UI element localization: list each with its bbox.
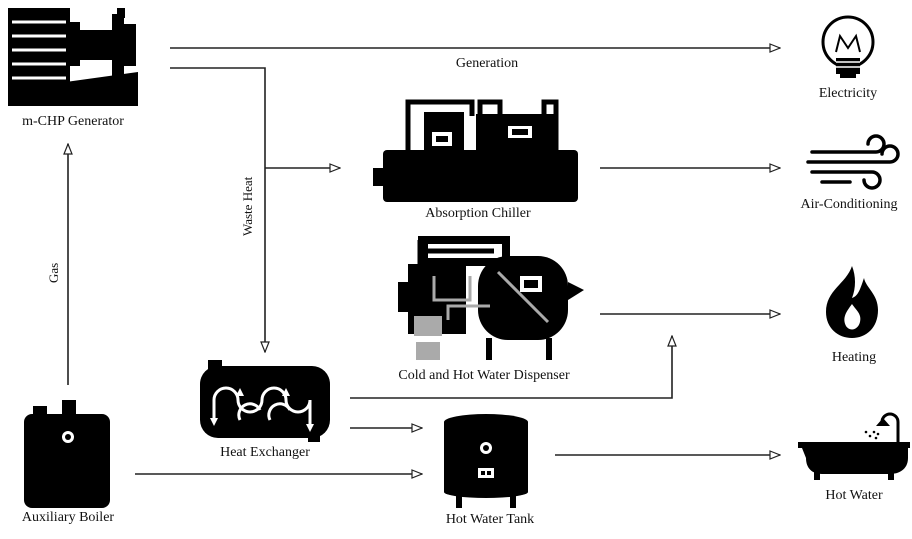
heat-exchanger-label: Heat Exchanger [220,445,310,461]
gas-flow-label: Gas [46,263,62,283]
heating-label: Heating [832,350,876,366]
hot-water-tank-icon [444,414,528,508]
dispenser-label: Cold and Hot Water Dispenser [398,368,569,384]
bathtub-icon [798,414,910,480]
generation-flow-label: Generation [456,56,518,72]
tank-label: Hot Water Tank [446,512,534,528]
boiler-icon [24,400,110,508]
hot-water-label: Hot Water [825,488,882,504]
wind-icon [808,136,898,188]
light-bulb-icon [823,17,873,78]
boiler-label: Auxiliary Boiler [22,510,114,526]
generator-label: m-CHP Generator [22,114,124,130]
water-dispenser-icon [398,236,584,360]
electricity-label: Electricity [819,86,877,102]
air-conditioning-label: Air-Conditioning [801,197,898,213]
exchanger-to-heating-arrow [350,336,672,398]
heat-exchanger-icon [200,360,330,442]
absorption-chiller-icon [373,102,578,202]
waste-heat-flow-label: Waste Heat [240,177,256,236]
flame-icon [826,266,878,338]
generator-icon [8,8,138,106]
absorption-chiller-label: Absorption Chiller [425,206,530,222]
